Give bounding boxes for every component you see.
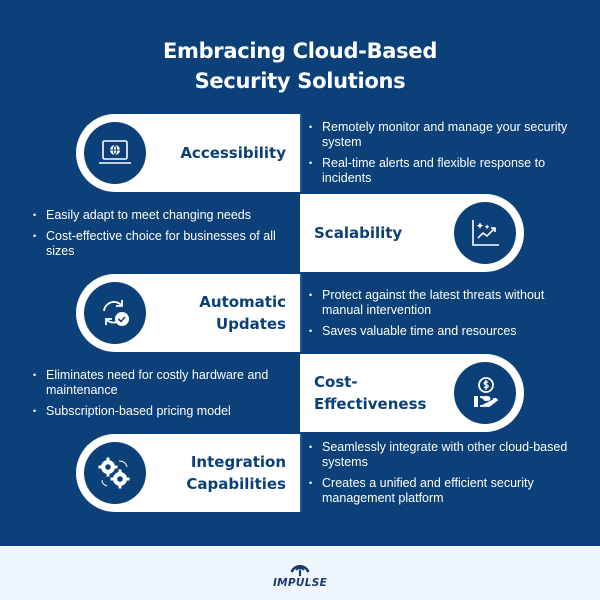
gears-icon (97, 456, 133, 490)
bullet-item: Seamlessly integrate with other cloud-ba… (309, 440, 580, 470)
bullet-item: Remotely monitor and manage your securit… (309, 120, 580, 150)
bullet-item: Real-time alerts and flexible response t… (309, 156, 580, 186)
heading-line: Updates (215, 315, 286, 333)
section-heading: Integration Capabilities (186, 451, 286, 495)
laptop-globe-icon (97, 138, 133, 168)
section-integration-capabilities: Integration Capabilities Seamlessly inte… (0, 434, 600, 512)
section-heading: Accessibility (180, 144, 286, 162)
bullet-list: Protect against the latest threats witho… (300, 274, 600, 352)
section-pill: Cost- Effectiveness (300, 354, 524, 432)
section-pill: Automatic Updates (76, 274, 300, 352)
section-heading: Cost- Effectiveness (314, 371, 426, 415)
section-pill: Accessibility (76, 114, 300, 192)
logo-text: IMPULSE (272, 577, 328, 589)
heading-line: Cost- (314, 373, 358, 391)
bullet-item: Cost-effective choice for businesses of … (33, 229, 292, 259)
icon-circle (84, 122, 146, 184)
hand-coin-icon (469, 376, 501, 410)
signal-tower-icon (288, 556, 312, 576)
bullet-list: Eliminates need for costly hardware and … (0, 354, 300, 432)
bullet-item: Eliminates need for costly hardware and … (33, 368, 292, 398)
page-title: Embracing Cloud-Based Security Solutions (0, 36, 600, 96)
section-automatic-updates: Automatic Updates Protect against the la… (0, 274, 600, 352)
icon-circle (84, 442, 146, 504)
section-scalability: Easily adapt to meet changing needs Cost… (0, 194, 600, 272)
bullet-list: Easily adapt to meet changing needs Cost… (0, 194, 300, 272)
bullet-list: Remotely monitor and manage your securit… (300, 114, 600, 192)
section-pill: Scalability (300, 194, 524, 272)
section-heading: Scalability (314, 224, 403, 242)
section-cost-effectiveness: Eliminates need for costly hardware and … (0, 354, 600, 432)
infographic-body: Embracing Cloud-Based Security Solutions… (0, 0, 600, 546)
icon-circle (454, 202, 516, 264)
heading-line: Automatic (199, 293, 286, 311)
bullet-list: Seamlessly integrate with other cloud-ba… (300, 434, 600, 512)
section-heading: Automatic Updates (199, 291, 286, 335)
bullet-item: Saves valuable time and resources (309, 324, 580, 339)
growth-chart-icon (469, 217, 501, 249)
icon-circle (84, 282, 146, 344)
title-line-2: Security Solutions (194, 69, 406, 93)
impulse-logo: IMPULSE (265, 556, 335, 589)
bullet-item: Easily adapt to meet changing needs (33, 208, 292, 223)
bullet-item: Subscription-based pricing model (33, 404, 292, 419)
bullet-item: Creates a unified and efficient security… (309, 476, 580, 506)
section-accessibility: Accessibility Remotely monitor and manag… (0, 114, 600, 192)
refresh-check-icon (98, 297, 132, 329)
section-pill: Integration Capabilities (76, 434, 300, 512)
heading-line: Integration (190, 453, 286, 471)
title-line-1: Embracing Cloud-Based (162, 39, 438, 63)
bullet-item: Protect against the latest threats witho… (309, 288, 580, 318)
heading-line: Effectiveness (314, 395, 427, 413)
icon-circle (454, 362, 516, 424)
heading-line: Capabilities (186, 475, 286, 493)
